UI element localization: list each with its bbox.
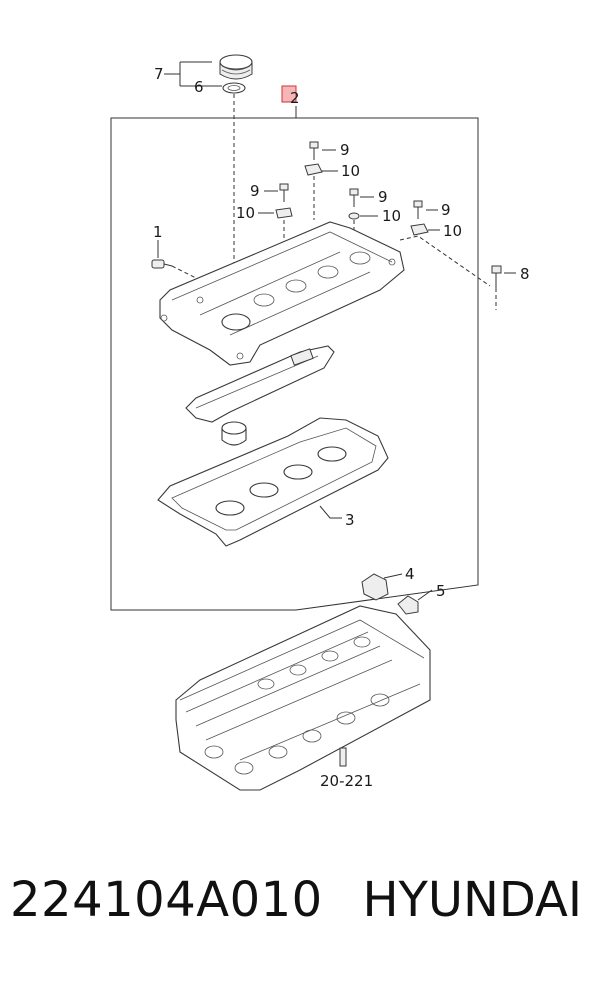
washer-10-right (410, 223, 429, 236)
bolt-9-mid (349, 188, 359, 207)
callout-10-a: 10 (341, 162, 360, 180)
callout-10-d: 10 (443, 222, 462, 240)
callout-2: 2 (290, 89, 300, 107)
spark-plug-seal (221, 421, 247, 446)
brand-name: HYUNDAI (362, 872, 582, 928)
bolt-8 (491, 265, 502, 288)
baffle-plate (185, 345, 335, 423)
callout-9-c: 9 (378, 188, 388, 206)
callout-7: 7 (154, 65, 164, 83)
camshaft-plug-5 (397, 595, 419, 615)
callout-4: 4 (405, 565, 415, 583)
part-number: 224104A010 (10, 872, 323, 928)
highlight-marker (281, 85, 297, 103)
callout-9-a: 9 (340, 141, 350, 159)
callout-10-b: 10 (236, 204, 255, 222)
callout-8: 8 (520, 265, 530, 283)
cylinder-head (175, 605, 431, 791)
assembly-frame (110, 117, 479, 611)
breather-fitting-1 (151, 259, 173, 269)
camshaft-plug-4 (361, 573, 389, 601)
callout-10-c: 10 (382, 207, 401, 225)
callout-9-d: 9 (441, 201, 451, 219)
oil-cap-seal (222, 82, 246, 94)
bolt-9-top (309, 141, 319, 160)
callout-6: 6 (194, 78, 204, 96)
bolt-9-right (413, 200, 423, 219)
reference-20-221: 20-221 (320, 772, 373, 790)
washer-10-left (275, 207, 293, 219)
exploded-parts-diagram: 2 7 6 9 10 9 10 9 (110, 54, 530, 791)
callout-3: 3 (345, 511, 355, 529)
callout-9-b: 9 (250, 182, 260, 200)
cylinder-head-cover (159, 221, 405, 366)
footer: 224104A010 HYUNDAI (0, 872, 600, 952)
oil-filler-cap (219, 54, 253, 80)
callout-1: 1 (153, 223, 163, 241)
cover-gasket-3 (157, 417, 389, 547)
bolt-9-left (279, 183, 289, 202)
callout-5: 5 (436, 582, 446, 600)
washer-10-top (304, 163, 323, 176)
washer-10-mid (348, 212, 360, 220)
